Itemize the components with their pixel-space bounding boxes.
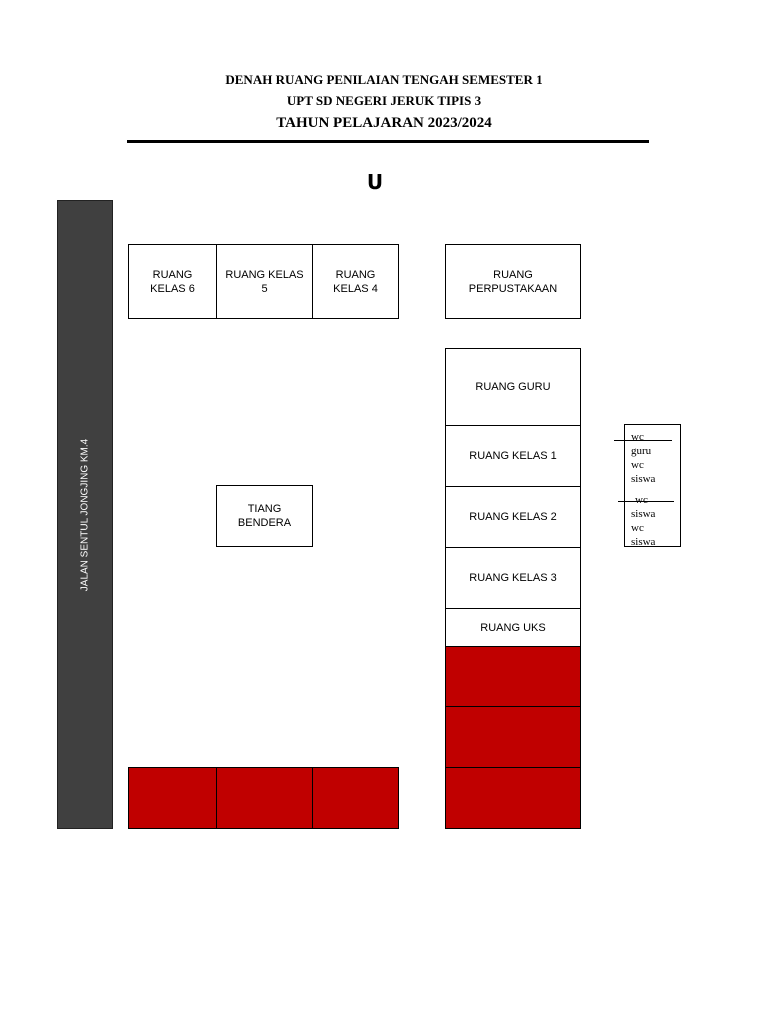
wc-siswa-label: wc siswa wc siswa — [631, 493, 655, 549]
room-perpustakaan: RUANG PERPUSTAKAAN — [445, 244, 581, 319]
highlight-block — [312, 767, 399, 829]
academic-year: TAHUN PELAJARAN 2023/2024 — [276, 115, 492, 131]
wc-line-text: wc — [635, 494, 648, 506]
wc-line-text: wc — [631, 522, 644, 534]
room-label: RUANG KELAS 5 — [225, 268, 304, 295]
wc-block: wc guru wc siswa wc siswa wc siswa — [624, 424, 681, 549]
room-label: RUANG KELAS 4 — [333, 268, 378, 295]
wc-guru-siswa-label: wc guru wc siswa — [631, 430, 655, 486]
flag-pole: TIANG BENDERA — [216, 485, 313, 547]
road-label: JALAN SENTUL JONGJING KM.4 — [79, 438, 91, 591]
room-guru: RUANG GURU — [445, 348, 581, 426]
room-uks: RUANG UKS — [445, 608, 581, 647]
room-kelas-3: RUANG KELAS 3 — [445, 547, 581, 609]
room-label: RUANG GURU — [475, 381, 551, 393]
road: JALAN SENTUL JONGJING KM.4 — [57, 200, 113, 829]
room-kelas-6: RUANG KELAS 6 — [128, 244, 217, 319]
header-rule — [127, 140, 649, 143]
room-label: RUANG UKS — [480, 621, 546, 634]
wc-line-text: siswa — [631, 508, 656, 520]
room-kelas-2: RUANG KELAS 2 — [445, 486, 581, 548]
wc-divider — [618, 501, 674, 502]
room-kelas-1: RUANG KELAS 1 — [445, 425, 581, 487]
wc-line-text: wc — [631, 431, 644, 443]
wc-divider — [614, 440, 672, 441]
room-kelas-4: RUANG KELAS 4 — [312, 244, 399, 319]
highlight-block — [445, 706, 581, 768]
room-label: RUANG PERPUSTAKAAN — [468, 268, 558, 295]
highlight-block — [445, 646, 581, 707]
room-kelas-5: RUANG KELAS 5 — [216, 244, 313, 319]
wc-line-text: siswa — [631, 473, 656, 485]
room-label: RUANG KELAS 2 — [469, 511, 557, 523]
highlight-block — [216, 767, 313, 829]
school-name: UPT SD NEGERI JERUK TIPIS 3 — [286, 93, 482, 108]
highlight-block — [128, 767, 217, 829]
room-label: RUANG KELAS 1 — [469, 450, 557, 462]
wc-line-text: wc — [631, 459, 644, 471]
flag-pole-label: TIANG BENDERA — [237, 503, 292, 529]
wc-line-text: guru — [631, 445, 652, 457]
highlight-block — [445, 767, 581, 829]
room-label: RUANG KELAS 6 — [150, 268, 195, 295]
north-indicator: U — [366, 170, 384, 194]
room-label: RUANG KELAS 3 — [469, 572, 557, 584]
plan-title: DENAH RUANG PENILAIAN TENGAH SEMESTER 1 — [225, 72, 543, 87]
wc-line-text: siswa — [631, 536, 656, 548]
